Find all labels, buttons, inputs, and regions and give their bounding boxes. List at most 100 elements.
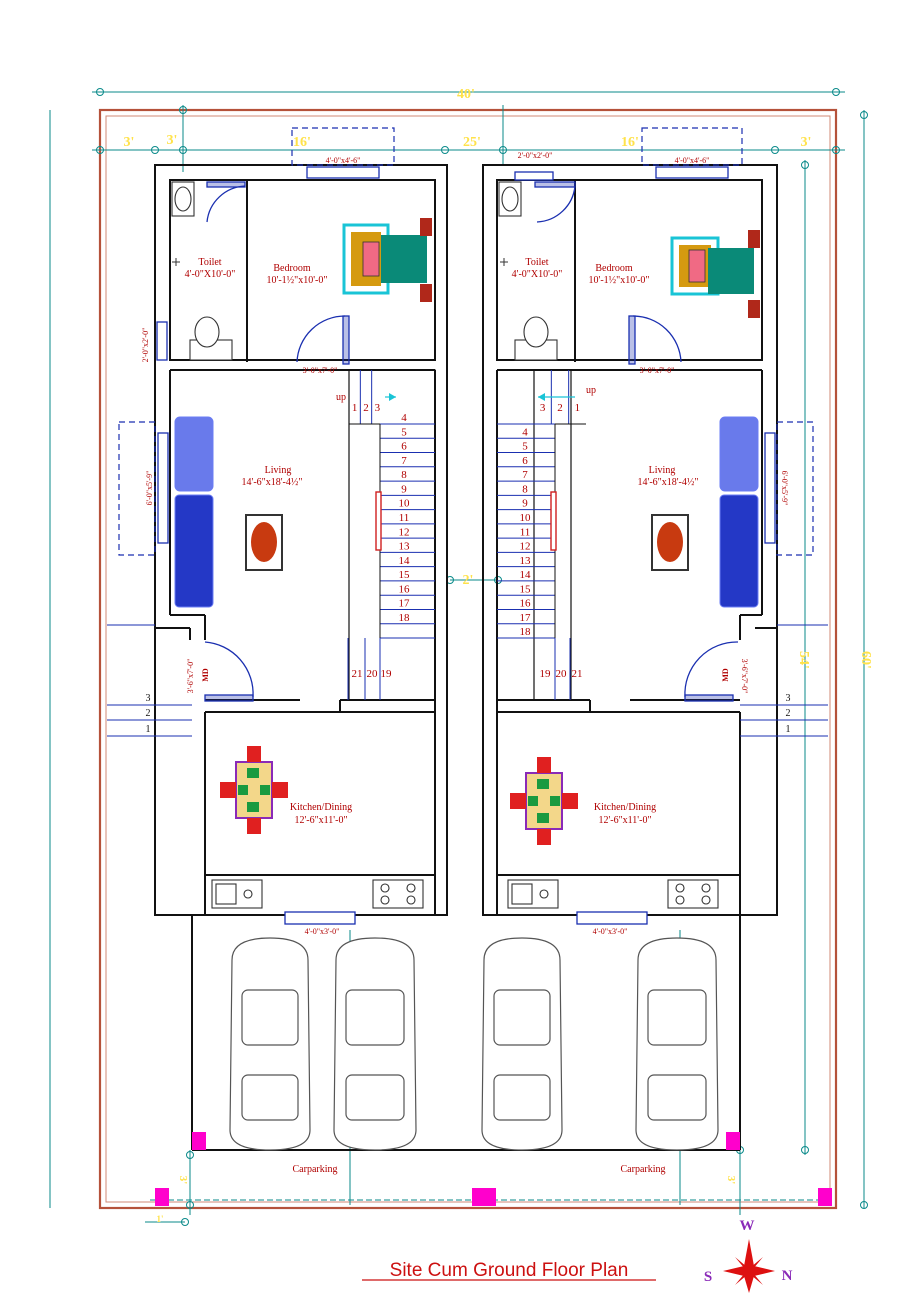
right-main-door-label: 3'-6"x7'-0" [740, 659, 749, 694]
stair-step-number: 16 [399, 583, 411, 595]
left-washbasin [171, 181, 195, 217]
right-living-window-label: 6'-0"x5'-9" [780, 471, 789, 506]
stair-up-label: up [586, 385, 596, 396]
stair-step-number: 1 [352, 402, 358, 414]
right-toilet-size: 4'-0"X10'-0" [512, 269, 563, 280]
right-setback-dim: 3' [801, 135, 812, 150]
right-kitchen-size: 12'-6"x11'-0" [598, 815, 651, 826]
left-main-door-label: 3'-6"x7'-0" [186, 659, 195, 694]
left-living-window [157, 432, 169, 544]
left-wc [189, 316, 233, 361]
stair-step-number: 20 [367, 668, 379, 680]
front-right-dim: 3' [725, 1176, 737, 1185]
right-coffee-table [651, 514, 689, 571]
stair-step-number: 6 [522, 455, 528, 467]
compass-south-label: S [704, 1269, 712, 1285]
right-dining-set [510, 757, 578, 845]
left-sofa [174, 416, 214, 608]
left-setback-dim: 3' [124, 135, 135, 150]
dimension-ticks [96, 88, 868, 1226]
left-gap-dim: 3' [167, 133, 178, 148]
plan-title: Site Cum Ground Floor Plan [390, 1260, 629, 1281]
right-entry-step-2: 2 [786, 708, 791, 719]
right-wc [514, 316, 558, 361]
right-bed [670, 230, 760, 318]
stair-step-number: 8 [401, 469, 407, 481]
stair-up-label: up [336, 392, 346, 403]
front-left-dim: 3' [177, 1176, 189, 1185]
stair-step-number: 5 [401, 426, 407, 438]
stair-step-number: 11 [520, 526, 531, 538]
stair-step-number: 17 [399, 598, 411, 610]
windows [156, 166, 776, 925]
stair-step-number: 9 [401, 483, 407, 495]
toilet-fixtures [171, 181, 558, 361]
stair-step-number: 5 [522, 441, 528, 453]
stair-step-number: 10 [520, 512, 532, 524]
left-entry-step-3: 3 [146, 693, 151, 704]
left-carparking-label: Carparking [293, 1164, 338, 1175]
site-boundary-outer [98, 108, 838, 1210]
car-3 [481, 937, 563, 1151]
stair-step-number: 19 [540, 668, 552, 680]
stair-up-arrowhead-icon [538, 393, 545, 401]
compass-north-label: N [782, 1268, 793, 1284]
stair-step-number: 21 [572, 668, 583, 680]
left-kitchen-window [284, 911, 356, 925]
right-kitchen-label: Kitchen/Dining [594, 802, 656, 813]
right-living-window [764, 432, 776, 544]
left-toilet-label: Toilet [198, 257, 221, 268]
compass-west-label: W [740, 1218, 755, 1234]
stair-step-number: 11 [399, 512, 410, 524]
right-hob [667, 879, 719, 909]
stair-step-number: 16 [520, 598, 532, 610]
dimension-lines [49, 91, 865, 1223]
stair-step-number: 7 [522, 469, 528, 481]
stair-step-number: 1 [575, 402, 581, 414]
bottom-small-dim: 1' [156, 1214, 163, 1224]
right-vent-label: 2'-0"x2'-0" [518, 151, 553, 160]
left-entry-step-2: 2 [146, 708, 151, 719]
stair-step-number: 18 [520, 626, 532, 638]
left-kitchen-label: Kitchen/Dining [290, 802, 352, 813]
car-1 [229, 937, 311, 1151]
right-bed-window-label: 4'-0"x4'-6" [675, 156, 710, 165]
kitchen-fixtures [211, 879, 719, 909]
car-2 [333, 937, 417, 1151]
stair-step-number: 20 [556, 668, 568, 680]
stair-step-number: 13 [520, 555, 532, 567]
right-entry-step-3: 3 [786, 693, 791, 704]
right-living-size: 14'-6"x18'-4½" [638, 477, 699, 488]
left-bed-window-label: 4'-0"x4'-6" [326, 156, 361, 165]
left-kitchen-window-label: 4'-0"x3'-0" [305, 927, 340, 936]
stair-outline [348, 369, 436, 701]
stair-up-arrowhead-icon [389, 393, 396, 401]
stair-handrail [550, 491, 557, 551]
left-vent-label: 2'-0"x2'-0" [141, 328, 150, 363]
doors [204, 181, 739, 702]
right-main-door-tag: MD [721, 668, 730, 682]
stair-step-number: 14 [520, 569, 532, 581]
right-carparking-label: Carparking [621, 1164, 666, 1175]
left-bedroom-label: Bedroom [273, 263, 310, 274]
stair-step-number: 15 [399, 569, 411, 581]
stair-step-number: 19 [381, 668, 393, 680]
left-sink [211, 879, 263, 909]
left-main-door-tag: MD [201, 668, 210, 682]
stair-step-number: 6 [401, 441, 407, 453]
stair-step-number: 3 [540, 402, 546, 414]
stair-step-number: 2 [557, 402, 563, 414]
right-kitchen-window [576, 911, 648, 925]
left-toilet-vent [156, 321, 168, 361]
right-bed-window [655, 166, 729, 179]
stair-step-number: 9 [522, 498, 528, 510]
stair-step-number: 3 [375, 402, 381, 414]
left-living-window-label: 6'-0"x5'-9" [145, 471, 154, 506]
left-bed-window [306, 166, 380, 179]
stair-outline [533, 369, 572, 701]
stair-step-number: 8 [522, 483, 528, 495]
stair-step-number: 18 [399, 612, 411, 624]
right-washbasin [498, 181, 522, 217]
left-kitchen-size: 12'-6"x11'-0" [294, 815, 347, 826]
